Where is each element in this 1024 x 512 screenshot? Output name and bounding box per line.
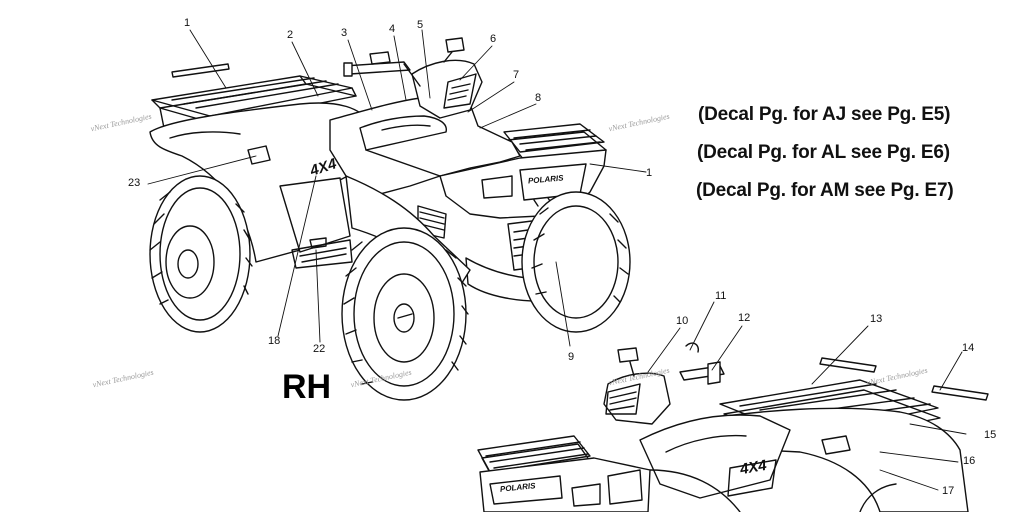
- callout-14: 14: [962, 342, 975, 354]
- callout-2: 2: [287, 29, 294, 41]
- callout-13: 13: [870, 313, 883, 325]
- note-al: (Decal Pg. for AL see Pg. E6): [697, 142, 950, 163]
- callout-11: 11: [715, 290, 727, 302]
- callout-23: 23: [128, 177, 141, 189]
- callout-1: 1: [184, 17, 191, 29]
- main-body: [329, 37, 521, 195]
- front-far-wheel: [521, 191, 631, 333]
- callout-17: 17: [942, 485, 955, 497]
- callout-9: 9: [568, 351, 575, 363]
- front-near-wheel: [341, 227, 469, 401]
- callout-10: 10: [676, 315, 689, 327]
- callout-16: 16: [963, 455, 976, 467]
- callout-3: 3: [341, 27, 348, 39]
- callout-5: 5: [417, 19, 424, 31]
- callout-7: 7: [513, 69, 520, 81]
- atv-upper: [149, 37, 631, 401]
- callout-6: 6: [490, 33, 497, 45]
- callout-4: 4: [389, 23, 396, 35]
- callout-1-front: 1: [646, 167, 653, 179]
- view-label: RH: [282, 368, 332, 406]
- leader-lines-upper: [147, 29, 647, 347]
- callout-18: 18: [268, 335, 281, 347]
- decal-4x4-lower: 4X4: [738, 456, 768, 479]
- rear-wheel: [149, 175, 253, 333]
- note-am: (Decal Pg. for AM see Pg. E7): [696, 180, 954, 201]
- callout-22: 22: [313, 343, 326, 355]
- leader-lines-lower: [647, 301, 967, 491]
- atv-lower: [477, 342, 989, 512]
- callout-12: 12: [738, 312, 751, 324]
- note-aj: (Decal Pg. for AJ see Pg. E5): [698, 104, 951, 125]
- callout-15: 15: [984, 429, 997, 441]
- callout-8: 8: [535, 92, 542, 104]
